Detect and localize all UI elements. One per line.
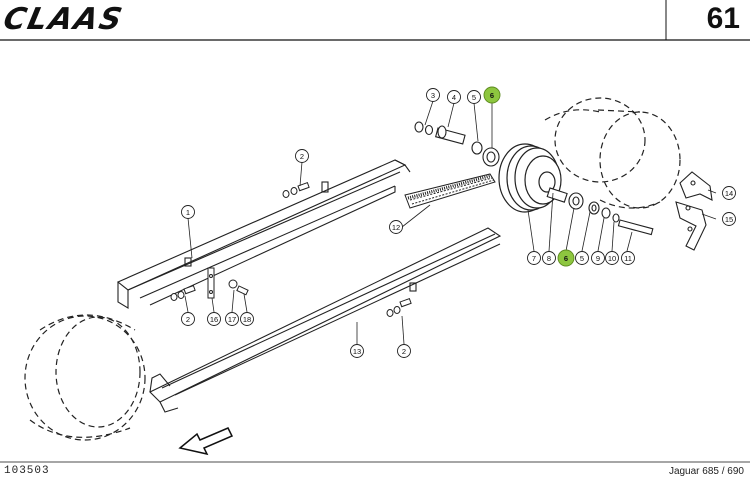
callout-13: 13 — [353, 347, 361, 356]
callout-15: 15 — [725, 215, 733, 224]
callout-7: 7 — [532, 254, 536, 263]
v-belt-part — [404, 173, 496, 209]
guard-fasteners — [170, 181, 412, 317]
callout-2-top: 2 — [300, 152, 304, 161]
callout-3: 3 — [431, 91, 435, 100]
page-number: 61 — [706, 2, 740, 35]
pulley-assembly — [498, 143, 562, 213]
drawing-code: 103503 — [4, 465, 50, 477]
callout-10: 10 — [608, 254, 616, 263]
callout-2-left: 2 — [186, 315, 190, 324]
leader-lines — [184, 100, 717, 345]
callout-12: 12 — [392, 223, 400, 232]
lower-guard-part — [149, 227, 502, 413]
callout-14: 14 — [725, 189, 733, 198]
model-label: Jaguar 685 / 690 — [668, 466, 744, 477]
shaft-and-washers — [414, 121, 500, 167]
upper-guard-part — [116, 159, 411, 309]
callout-16: 16 — [210, 315, 218, 324]
callout-9: 9 — [596, 254, 600, 263]
callout-8: 8 — [547, 254, 551, 263]
callout-2-bottom: 2 — [402, 347, 406, 356]
bracket-parts — [675, 171, 713, 251]
wheel-dashed — [24, 314, 146, 441]
callout-5-right: 5 — [580, 254, 584, 263]
callout-5-top: 5 — [472, 93, 476, 102]
callout-17: 17 — [228, 315, 236, 324]
direction-arrow-icon — [178, 427, 234, 456]
drum-dashed — [544, 97, 681, 209]
right-side-fasteners — [546, 187, 654, 236]
callout-4: 4 — [452, 93, 456, 102]
callout-1: 1 — [186, 208, 190, 217]
callout-11: 11 — [624, 254, 632, 263]
callout-6-right-highlighted: 6 — [564, 254, 568, 263]
callout-circles — [181, 86, 736, 358]
callout-18: 18 — [243, 315, 251, 324]
callout-6-top-highlighted: 6 — [490, 91, 494, 100]
